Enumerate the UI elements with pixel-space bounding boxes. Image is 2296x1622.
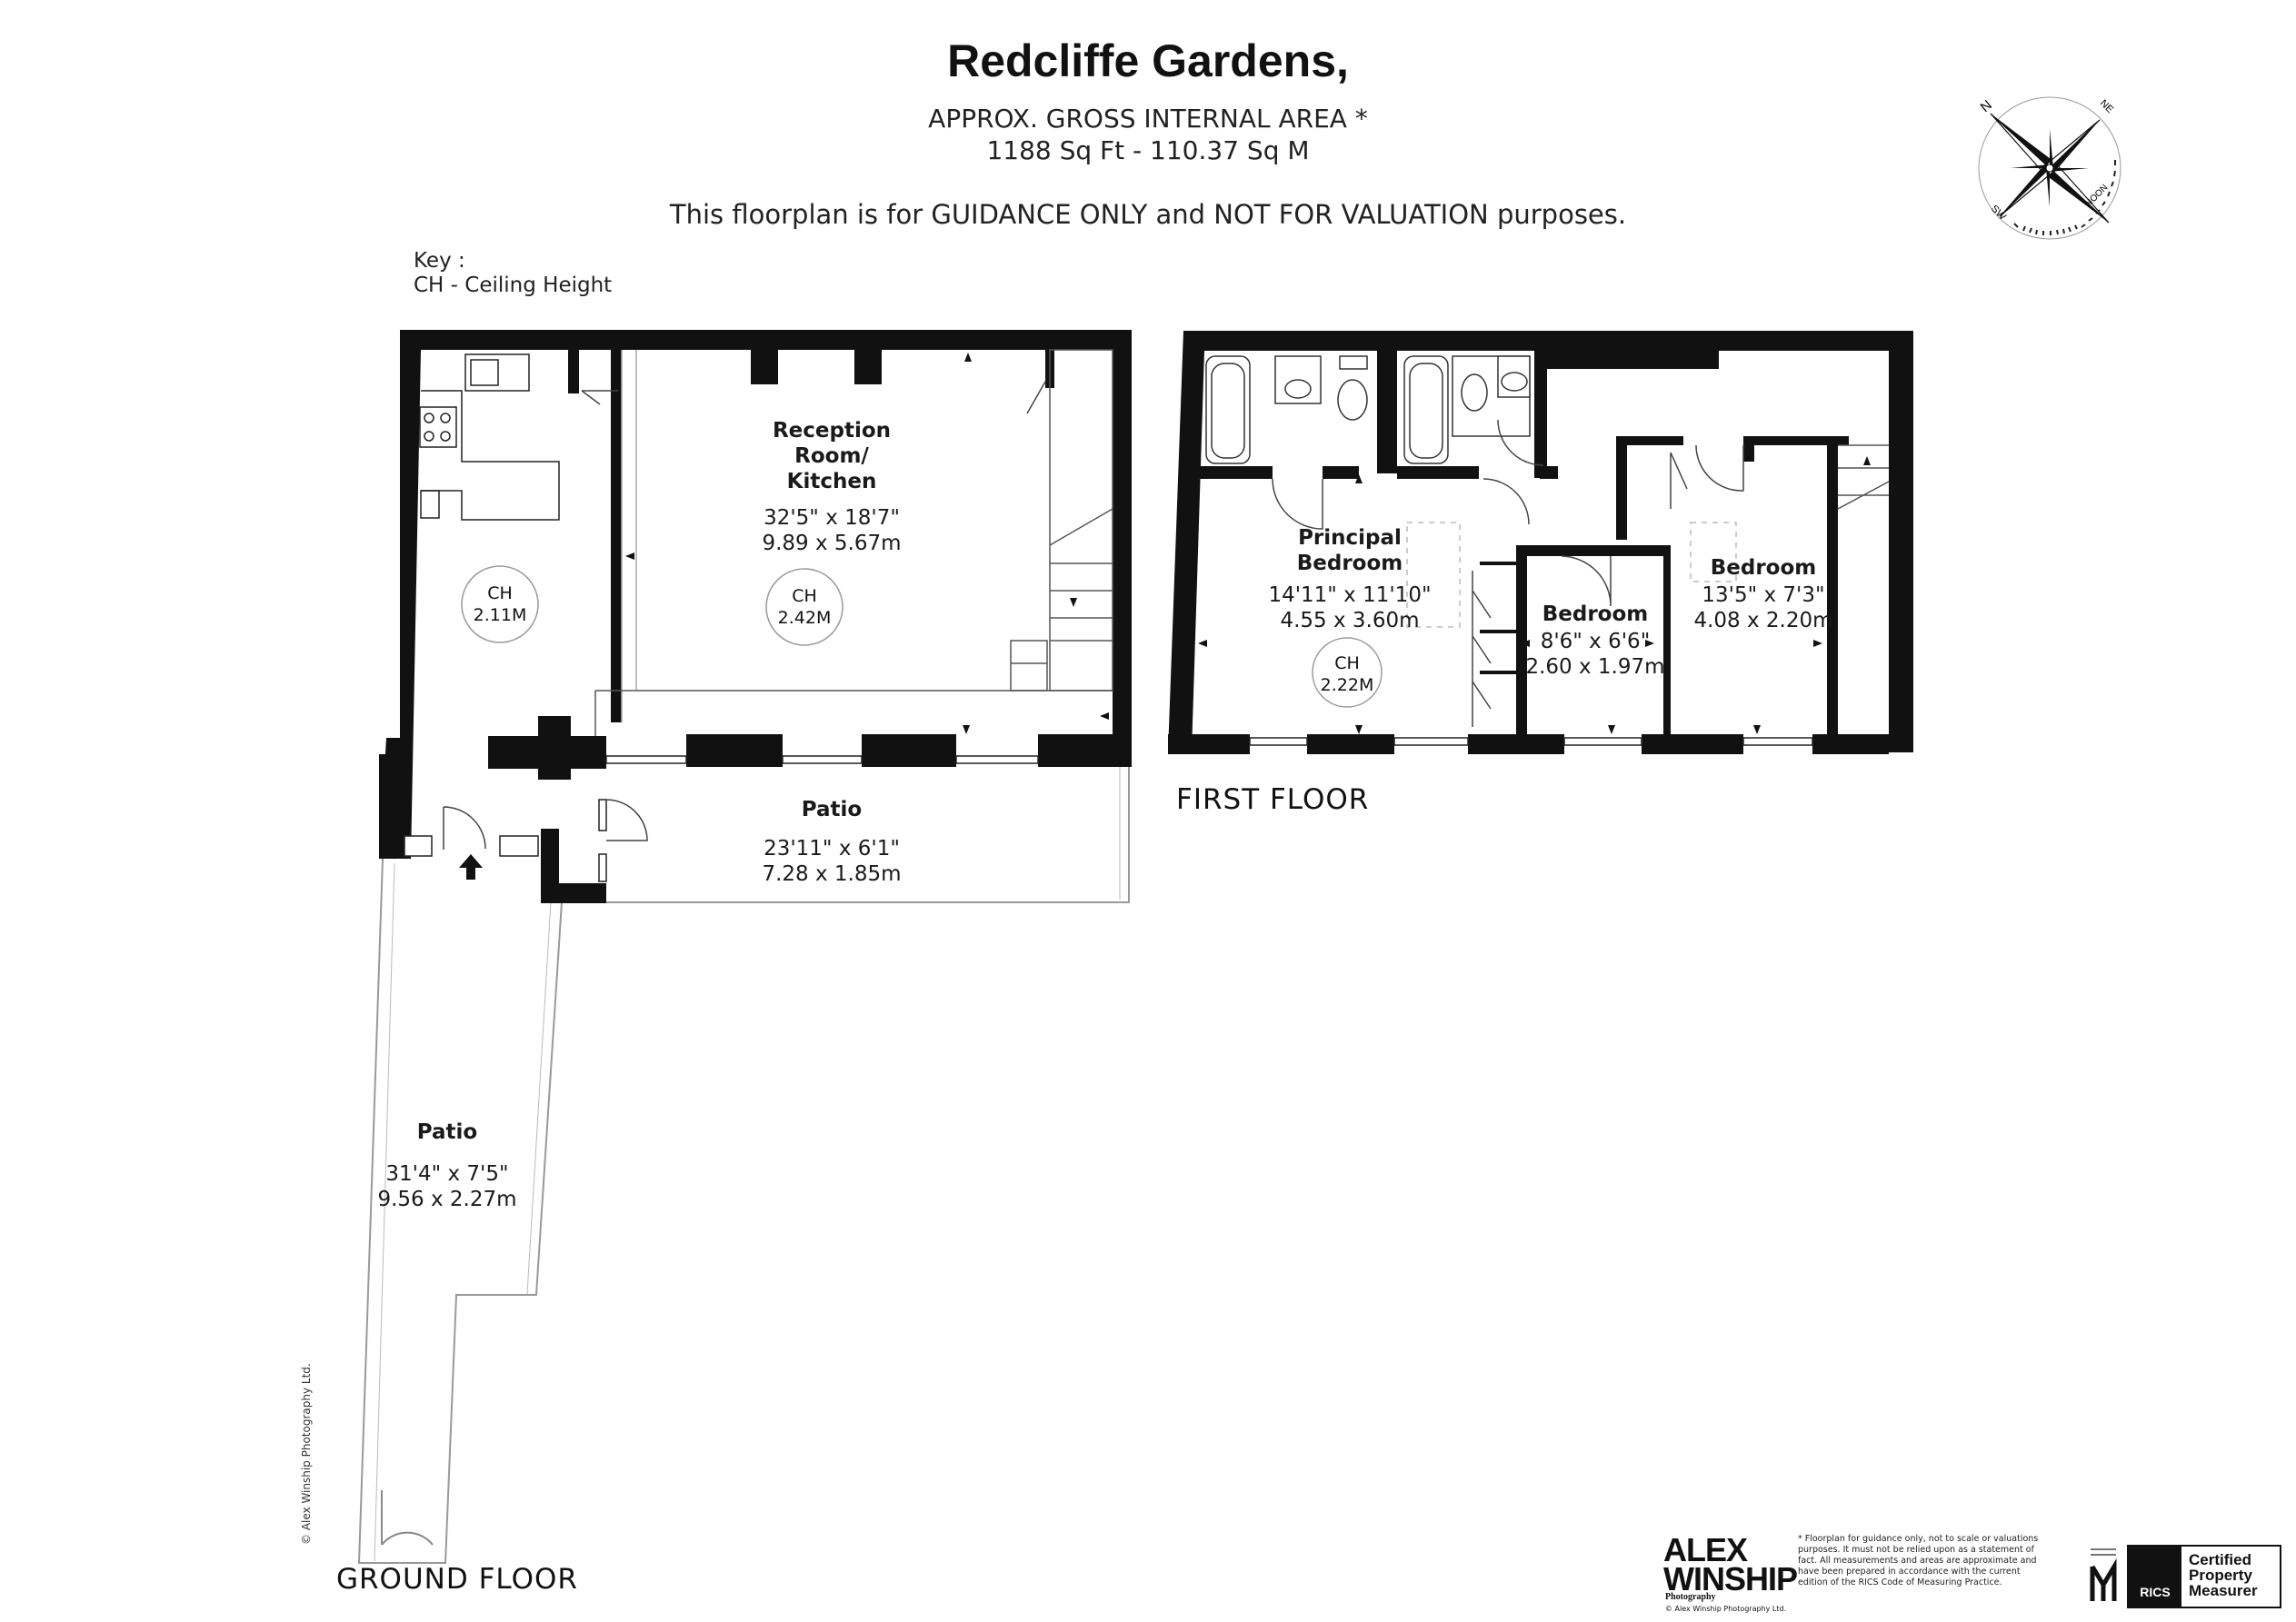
ground-stairs	[594, 349, 1113, 736]
rear-patio-imperial: 31'4" x 7'5"	[385, 1162, 509, 1186]
reception-name-2: Room/	[794, 444, 869, 468]
reception-name-3: Kitchen	[786, 470, 877, 493]
ground-floor-walls	[379, 330, 1132, 903]
key-heading: Key :	[414, 249, 465, 273]
compass-icon: N NE SW NOON	[1978, 96, 2121, 240]
bedroom-right-imperial: 13'5" x 7'3"	[1702, 583, 1825, 607]
bedroom-small-metric: 2.60 x 1.97m	[1525, 655, 1665, 679]
copyright-vertical: © Alex Winship Photography Ltd.	[300, 1363, 313, 1545]
reception-ch-value: 2.42M	[777, 608, 832, 628]
logo-copy: © Alex Winship Photography Ltd.	[1665, 1605, 1787, 1613]
kitchen-ch-label: CH	[487, 583, 513, 603]
page-title: Redcliffe Gardens,	[947, 35, 1349, 86]
area-heading: APPROX. GROSS INTERNAL AREA *	[928, 104, 1368, 134]
rear-patio-name: Patio	[416, 1120, 478, 1144]
rear-patio-metric: 9.56 x 2.27m	[377, 1188, 517, 1211]
disclaimer-text: * Floorplan for guidance only, not to sc…	[1798, 1534, 2039, 1587]
area-value: 1188 Sq Ft - 110.37 Sq M	[986, 135, 1310, 165]
principal-name-2: Bedroom	[1296, 552, 1403, 575]
bedroom-right-name: Bedroom	[1710, 556, 1817, 580]
reception-name-1: Reception	[772, 419, 892, 443]
front-patio-metric: 7.28 x 1.85m	[762, 862, 902, 886]
rics-badge: RICS Certified Property Measurer	[2127, 1545, 2281, 1608]
bathroom-fittings	[1205, 355, 1531, 464]
reception-ch-label: CH	[792, 586, 817, 606]
certified-line2: Property	[2189, 1567, 2252, 1584]
principal-imperial: 14'11" x 11'10"	[1268, 583, 1432, 607]
principal-metric: 4.55 x 3.60m	[1280, 609, 1420, 632]
key-item: CH - Ceiling Height	[414, 274, 613, 297]
first-floor-walls	[1168, 331, 1913, 754]
reception-metric: 9.89 x 5.67m	[762, 532, 902, 555]
logo-sub: Photography	[1665, 1592, 1716, 1602]
rics-label: RICS	[2129, 1547, 2181, 1607]
first-floor-label: FIRST FLOOR	[1176, 783, 1370, 816]
m-logo-icon	[2090, 1548, 2117, 1601]
bedroom-small-imperial: 8'6" x 6'6"	[1540, 630, 1651, 653]
ground-floor-plan	[357, 330, 1132, 1564]
rear-patio-outline	[357, 858, 563, 1564]
bedroom-right-metric: 4.08 x 2.20m	[1693, 609, 1833, 632]
principal-name-1: Principal	[1298, 526, 1402, 550]
reception-imperial: 32'5" x 18'7"	[764, 506, 900, 530]
certified-line3: Measurer	[2189, 1582, 2258, 1599]
kitchen-fittings	[419, 353, 560, 521]
front-patio-name: Patio	[801, 798, 863, 821]
kitchen-ch-value: 2.11M	[473, 605, 527, 625]
front-patio-imperial: 23'11" x 6'1"	[764, 837, 900, 861]
certified-line1: Certified	[2189, 1551, 2251, 1568]
bedroom-small-name: Bedroom	[1542, 602, 1649, 626]
principal-ch-label: CH	[1334, 653, 1360, 673]
alex-winship-logo: ALEX WINSHIP	[1663, 1531, 1798, 1597]
guidance-notice: This floorplan is for GUIDANCE ONLY and …	[669, 199, 1627, 230]
ground-floor-label: GROUND FLOOR	[336, 1563, 578, 1596]
principal-ch-value: 2.22M	[1320, 675, 1374, 695]
